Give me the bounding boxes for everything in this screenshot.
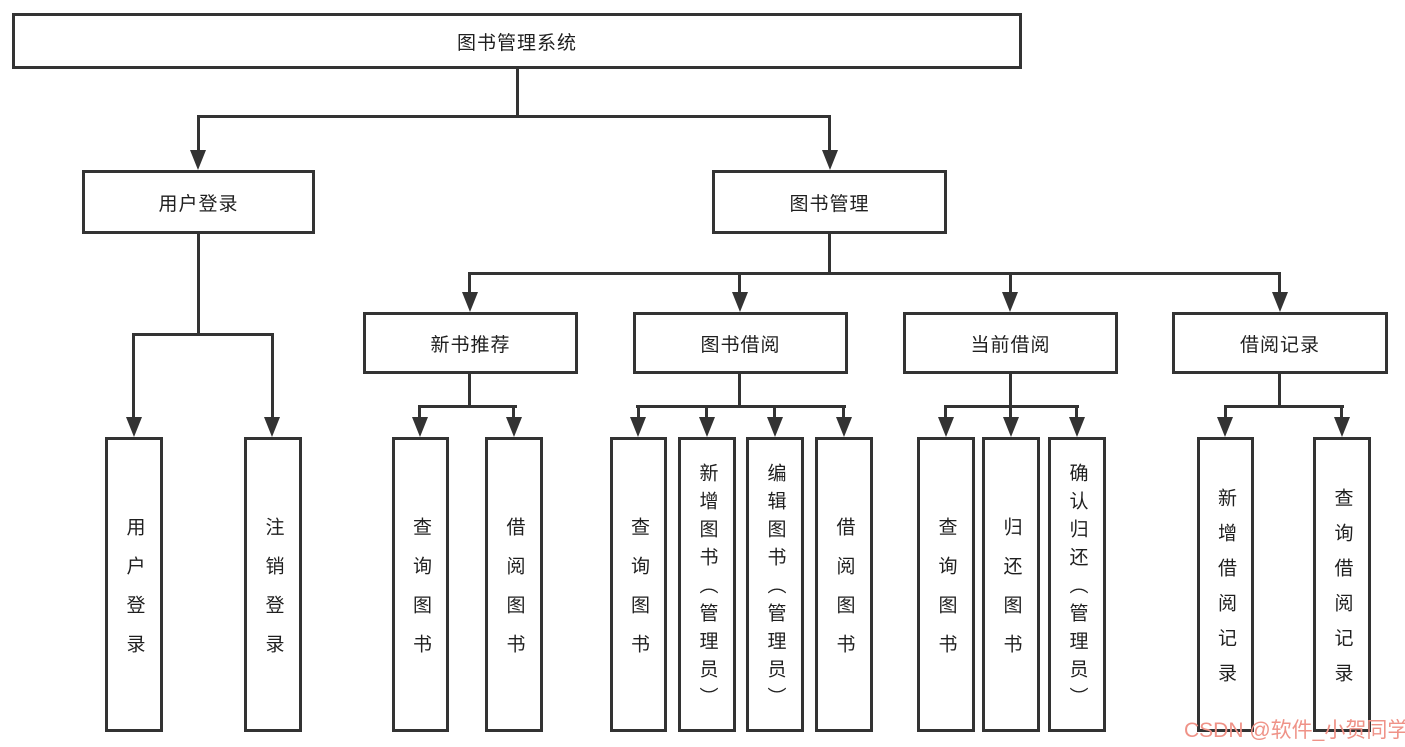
arrowhead-recommend-child2 bbox=[506, 417, 522, 437]
leaf-label: 借阅图书 bbox=[833, 516, 855, 673]
node-borrow-leaf-edit-books-admin: 编辑图书（管理员） bbox=[746, 437, 804, 732]
node-user-login: 用户登录 bbox=[82, 170, 315, 234]
connector-to-borrow-stem bbox=[738, 272, 741, 294]
arrowhead-to-records bbox=[1272, 292, 1288, 312]
connector-records-child1-stem bbox=[1224, 405, 1227, 420]
leaf-label: 新增借阅记录 bbox=[1215, 487, 1236, 698]
node-new-book-recommend: 新书推荐 bbox=[363, 312, 578, 374]
node-recommend-leaf-query-books: 查询图书 bbox=[392, 437, 449, 732]
arrowhead-borrow-child2 bbox=[699, 417, 715, 437]
connector-login-child1-stem bbox=[132, 333, 135, 419]
csdn-watermark: CSDN @软件_小贺同学 bbox=[1184, 719, 1405, 742]
connector-recommend-child2-stem bbox=[512, 405, 515, 420]
node-borrow-leaf-add-books-admin: 新增图书（管理员） bbox=[678, 437, 736, 732]
connector-current-child2-stem bbox=[1009, 405, 1012, 420]
node-borrow-records: 借阅记录 bbox=[1172, 312, 1388, 374]
node-records-leaf-add-record: 新增借阅记录 bbox=[1197, 437, 1254, 732]
leaf-label: 注销登录 bbox=[262, 516, 284, 673]
arrowhead-current-child3 bbox=[1069, 417, 1085, 437]
arrowhead-borrow-child3 bbox=[767, 417, 783, 437]
leaf-label: 借阅图书 bbox=[503, 516, 525, 673]
connector-manage-split bbox=[468, 272, 1281, 275]
node-book-manage: 图书管理 bbox=[712, 170, 947, 234]
connector-login-split bbox=[133, 333, 274, 336]
node-root: 图书管理系统 bbox=[12, 13, 1022, 69]
connector-records-split bbox=[1224, 405, 1344, 408]
connector-login-child2-stem bbox=[271, 333, 274, 419]
connector-current-child3-stem bbox=[1075, 405, 1078, 420]
node-borrow-leaf-borrow-books: 借阅图书 bbox=[815, 437, 873, 732]
connector-current-child1-stem bbox=[944, 405, 947, 420]
connector-current-stem bbox=[1009, 374, 1012, 407]
node-current-leaf-return-books: 归还图书 bbox=[982, 437, 1040, 732]
connector-manage-stem bbox=[828, 234, 831, 275]
connector-to-records-stem bbox=[1278, 272, 1281, 294]
node-current-leaf-confirm-return-admin: 确认归还（管理员） bbox=[1048, 437, 1106, 732]
leaf-label: 用户登录 bbox=[123, 516, 145, 673]
leaf-label: 归还图书 bbox=[1000, 516, 1022, 673]
connector-to-current-stem bbox=[1009, 272, 1012, 294]
arrowhead-to-login bbox=[190, 150, 206, 170]
connector-borrow-child1-stem bbox=[637, 405, 640, 420]
connector-level1-split bbox=[197, 115, 831, 118]
arrowhead-records-child1 bbox=[1217, 417, 1233, 437]
leaf-label: 查询借阅记录 bbox=[1331, 487, 1353, 698]
node-borrow-leaf-query-books: 查询图书 bbox=[610, 437, 667, 732]
leaf-label: 确认归还（管理员） bbox=[1066, 463, 1088, 715]
node-book-borrow: 图书借阅 bbox=[633, 312, 848, 374]
node-recommend-leaf-borrow-books: 借阅图书 bbox=[485, 437, 543, 732]
arrowhead-recommend-child1 bbox=[412, 417, 428, 437]
arrowhead-records-child2 bbox=[1334, 417, 1350, 437]
arrowhead-to-current bbox=[1002, 292, 1018, 312]
connector-root-stem bbox=[516, 69, 519, 117]
leaf-label: 查询图书 bbox=[628, 516, 649, 673]
connector-borrow-split bbox=[636, 405, 846, 408]
arrowhead-borrow-child4 bbox=[836, 417, 852, 437]
connector-records-stem bbox=[1278, 374, 1281, 407]
arrowhead-to-borrow bbox=[732, 292, 748, 312]
connector-recommend-stem bbox=[468, 374, 471, 407]
arrowhead-login-child1 bbox=[126, 417, 142, 437]
leaf-label: 查询图书 bbox=[410, 516, 431, 673]
node-records-leaf-query-record: 查询借阅记录 bbox=[1313, 437, 1371, 732]
arrowhead-login-child2 bbox=[264, 417, 280, 437]
connector-recommend-child1-stem bbox=[418, 405, 421, 420]
connector-records-child2-stem bbox=[1340, 405, 1343, 420]
node-login-leaf-logout: 注销登录 bbox=[244, 437, 302, 732]
arrowhead-borrow-child1 bbox=[630, 417, 646, 437]
connector-borrow-child3-stem bbox=[773, 405, 776, 420]
leaf-label: 编辑图书（管理员） bbox=[764, 463, 786, 715]
leaf-label: 新增图书（管理员） bbox=[696, 463, 718, 715]
connector-borrow-child4-stem bbox=[842, 405, 845, 420]
connector-recommend-split bbox=[418, 405, 517, 408]
node-current-borrow: 当前借阅 bbox=[903, 312, 1118, 374]
arrowhead-current-child1 bbox=[938, 417, 954, 437]
node-login-leaf-user-login: 用户登录 bbox=[105, 437, 163, 732]
leaf-label: 查询图书 bbox=[935, 516, 957, 673]
arrowhead-to-recommend bbox=[462, 292, 478, 312]
connector-borrow-child2-stem bbox=[705, 405, 708, 420]
connector-borrow-stem bbox=[738, 374, 741, 407]
arrowhead-current-child2 bbox=[1003, 417, 1019, 437]
connector-to-login-stem bbox=[197, 115, 200, 153]
node-current-leaf-query-books: 查询图书 bbox=[917, 437, 975, 732]
arrowhead-to-manage bbox=[822, 150, 838, 170]
connector-login-stem bbox=[197, 234, 200, 336]
connector-to-recommend-stem bbox=[468, 272, 471, 294]
connector-to-manage-stem bbox=[828, 115, 831, 153]
